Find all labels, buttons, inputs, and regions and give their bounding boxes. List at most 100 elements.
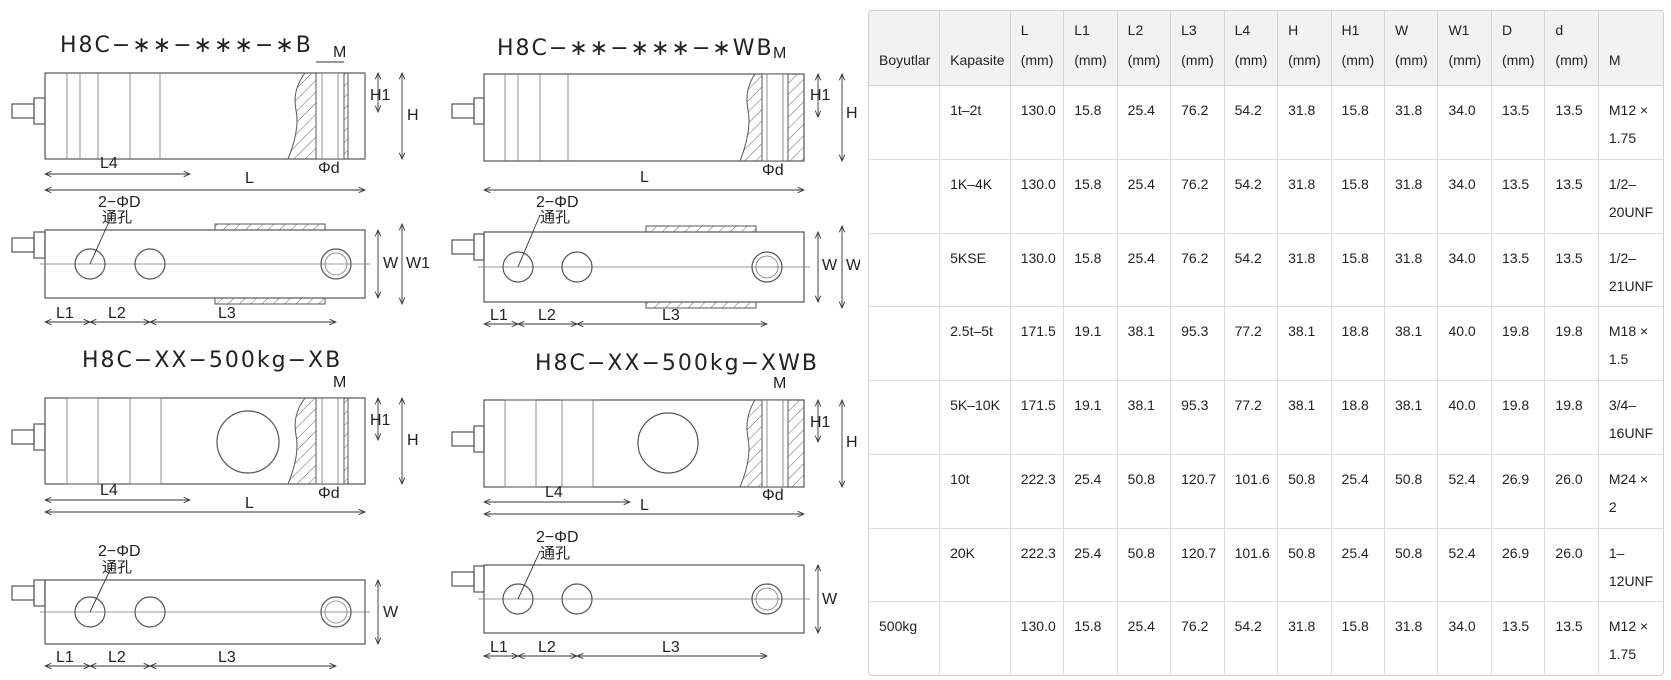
table-cell: 15.8: [1063, 601, 1118, 675]
table-cell: [869, 453, 940, 528]
table-cell: 50.8: [1116, 453, 1171, 528]
svg-text:L: L: [245, 170, 254, 187]
table-cell: 25.4: [1116, 158, 1171, 233]
table-cell: 13.5: [1490, 232, 1545, 307]
svg-text:H1: H1: [810, 87, 831, 104]
table-cell: 26.9: [1490, 453, 1545, 528]
svg-text:Φd: Φd: [762, 487, 784, 504]
table-cell: 19.1: [1063, 306, 1118, 381]
column-header: D(mm): [1490, 11, 1545, 86]
column-header-name: H: [1288, 22, 1299, 38]
svg-text:L3: L3: [662, 307, 680, 324]
table-cell: 171.5: [1009, 306, 1064, 381]
table-cell: [869, 380, 940, 455]
table-cell: 38.1: [1383, 380, 1438, 455]
svg-text:M: M: [333, 44, 346, 61]
column-header-name: d: [1555, 22, 1564, 38]
table-cell: 1–12UNF: [1597, 527, 1663, 602]
svg-text:H1: H1: [370, 412, 391, 429]
svg-text:Φd: Φd: [318, 160, 340, 177]
table-cell: 95.3: [1170, 306, 1225, 381]
view-500-xwb-plan: 2−ΦD 通孔 L1 L2 L3 W: [451, 529, 838, 656]
svg-text:2−ΦD: 2−ΦD: [536, 194, 579, 211]
table-cell: 25.4: [1116, 85, 1171, 160]
table-cell: 31.8: [1277, 601, 1332, 675]
column-header: L4(mm): [1223, 11, 1278, 86]
svg-text:M: M: [333, 374, 346, 391]
table-cell: 25.4: [1063, 527, 1118, 602]
column-header-name: H1: [1341, 22, 1360, 38]
svg-text:Φd: Φd: [318, 485, 340, 502]
column-header-unit: (mm): [1181, 52, 1214, 68]
table-cell: 13.5: [1544, 158, 1599, 233]
column-header-unit: (mm): [1501, 52, 1535, 68]
table-cell: [869, 527, 940, 602]
column-header-unit: (mm): [1341, 52, 1375, 68]
column-header: d(mm): [1544, 11, 1599, 86]
svg-text:H1: H1: [370, 87, 391, 104]
column-header: L1 (mm): [1063, 11, 1118, 86]
column-header-unit: (mm): [1020, 52, 1054, 68]
table-cell: 31.8: [1383, 232, 1438, 307]
column-header-unit: (mm): [1127, 52, 1161, 68]
table-cell: 130.0: [1009, 601, 1064, 675]
table-cell: 76.2: [1170, 232, 1225, 307]
table-cell: 15.8: [1330, 601, 1385, 675]
svg-text:L3: L3: [218, 305, 236, 322]
svg-text:2−ΦD: 2−ΦD: [98, 543, 141, 560]
svg-text:L2: L2: [108, 649, 126, 666]
table-cell: 54.2: [1223, 85, 1278, 160]
table-cell: 31.8: [1277, 85, 1332, 160]
svg-text:H1: H1: [810, 414, 831, 431]
table-cell: [939, 601, 1011, 675]
svg-text:通孔: 通孔: [540, 544, 570, 562]
column-header: W1 (mm): [1437, 11, 1492, 86]
column-header-name: W1: [1448, 22, 1470, 38]
svg-text:L3: L3: [218, 649, 236, 666]
svg-text:L4: L4: [545, 484, 563, 501]
table-cell: 1/2–20UNF: [1597, 158, 1663, 233]
column-header-name: L3: [1181, 22, 1197, 38]
svg-text:L4: L4: [100, 482, 118, 499]
title-500-xb: H8C−XX−500kg−XB: [82, 348, 342, 373]
column-header: Boyutlar: [869, 11, 940, 86]
view-wb-plan: 2−ΦD 通孔 L1 L2 L3 W W1: [451, 194, 860, 324]
table-cell: M12 × 1.75: [1597, 85, 1663, 160]
table-cell: M24 × 2: [1597, 453, 1663, 528]
table-cell: [869, 158, 940, 233]
table-cell: 13.5: [1490, 85, 1545, 160]
svg-text:W1: W1: [406, 255, 430, 272]
table-cell: [869, 86, 940, 160]
table-cell: 13.5: [1544, 85, 1599, 160]
table-cell: 130.0: [1009, 85, 1064, 160]
table-cell: [869, 232, 940, 307]
svg-text:H: H: [846, 105, 858, 122]
svg-text:L2: L2: [108, 305, 126, 322]
view-b-plan: 2−ΦD 通孔 L1 L2 L3 W W1: [11, 194, 430, 322]
table-cell: 76.2: [1170, 85, 1225, 160]
table-cell: 19.8: [1490, 380, 1545, 455]
column-header-unit: (mm): [1395, 52, 1428, 68]
column-header-unit: (mm): [1074, 52, 1107, 68]
table-cell: 31.8: [1277, 158, 1332, 233]
table-cell: 19.8: [1490, 306, 1545, 381]
svg-text:W1: W1: [846, 257, 860, 274]
svg-text:W: W: [383, 255, 399, 272]
column-header: H(mm): [1277, 11, 1332, 86]
table-cell: 5K–10K: [939, 380, 1011, 455]
column-header: H1 (mm): [1330, 11, 1385, 86]
column-header-unit: (mm): [1448, 52, 1482, 68]
column-header-name: Kapasite: [950, 52, 1005, 68]
svg-text:L1: L1: [56, 305, 74, 322]
table-cell: 31.8: [1277, 232, 1332, 307]
column-header-name: M: [1608, 52, 1621, 68]
title-b: H8C−∗∗−∗∗∗−∗B: [60, 33, 313, 58]
svg-text:Φd: Φd: [762, 162, 784, 179]
column-header: L2(mm): [1116, 11, 1171, 86]
column-header-name: L1: [1074, 22, 1090, 38]
table-cell: 34.0: [1437, 158, 1492, 233]
table-cell: 10t: [939, 453, 1011, 528]
